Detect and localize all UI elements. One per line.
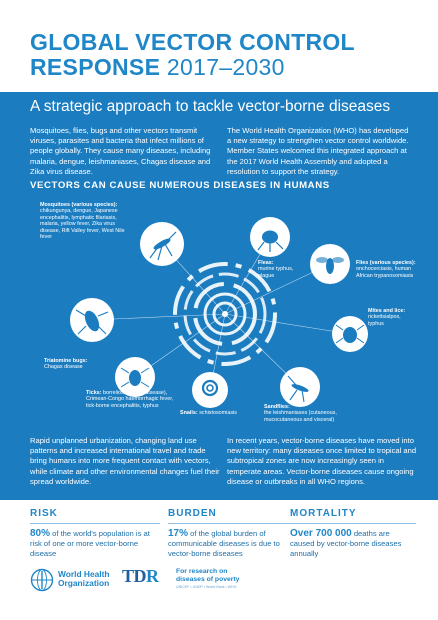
page-title-line2: RESPONSE 2017–2030 xyxy=(30,55,438,80)
label-fleas-name: Fleas: xyxy=(258,260,274,266)
intro-left-text: Mosquitoes, flies, bugs and other vector… xyxy=(30,126,211,176)
stat-mortality-value: Over 700 000 xyxy=(290,528,352,539)
fly-icon xyxy=(310,244,350,284)
stat-mortality: MORTALITY Over 700 000 deaths are caused… xyxy=(290,508,416,559)
tdr-tagline-line2: diseases of poverty xyxy=(176,575,240,583)
label-mosquitoes-diseases: chikungunya, dengue, Japanese encephalit… xyxy=(40,208,125,241)
header: GLOBAL VECTOR CONTROL RESPONSE 2017–2030 xyxy=(0,0,438,92)
label-flies-diseases: onchocerciasis, human African trypanosom… xyxy=(356,266,414,279)
label-mosquitoes: Mosquitoes (various species):chikungunya… xyxy=(40,202,126,240)
label-snails: Snails: schistosomiasis xyxy=(180,410,250,416)
label-ticks-diseases: borreliosis (Lyme disease), Crimean-Cong… xyxy=(86,390,174,409)
label-ticks: Ticks: borreliosis (Lyme disease), Crime… xyxy=(86,390,178,409)
label-mites-diseases: rickettsialpox, typhus xyxy=(368,314,401,327)
tdr-tagline-line1: For research on xyxy=(176,568,228,575)
flea-icon xyxy=(250,217,290,257)
tick-icon xyxy=(115,357,155,397)
stat-risk-text: of the world's population is at risk of … xyxy=(30,529,150,558)
label-snails-name: Snails: xyxy=(180,410,198,416)
mosquito-icon xyxy=(140,222,184,266)
mite-icon xyxy=(332,316,368,352)
stat-mortality-body: Over 700 000 deaths are caused by vector… xyxy=(290,529,416,559)
label-mites-name: Mites and lice: xyxy=(368,308,406,314)
stat-mortality-text: deaths are caused by vector-borne diseas… xyxy=(290,529,402,558)
strategy-panel: A strategic approach to tackle vector-bo… xyxy=(0,92,438,500)
who-name-line2: Organization xyxy=(58,578,110,589)
stat-burden-text: of the global burden of communicable dis… xyxy=(168,529,280,558)
label-flies: Flies (various species):onchocerciasis, … xyxy=(356,260,422,279)
tdr-logo-main: TD xyxy=(122,566,147,586)
panel-heading: A strategic approach to tackle vector-bo… xyxy=(30,98,391,115)
vectors-diagram-graphic xyxy=(70,217,368,408)
stat-risk-value: 80% xyxy=(30,528,51,539)
label-triatomine-diseases: Chagas disease xyxy=(44,364,83,371)
sandfly-icon xyxy=(280,367,320,407)
label-mosquitoes-name: Mosquitoes (various species): xyxy=(40,202,118,208)
title-years: 2017–2030 xyxy=(166,54,285,80)
label-triatomine: Triatomine bugs:Chagas disease xyxy=(44,358,100,371)
label-fleas-diseases: murine typhus, plague xyxy=(258,266,294,279)
stat-risk: RISK 80% of the world's population is at… xyxy=(30,508,160,559)
central-target-icon xyxy=(173,262,277,366)
label-sandflies: Sandflies:the leishmaniases (cutaneous, … xyxy=(264,404,344,423)
vectors-heading: VECTORS CAN CAUSE NUMEROUS DISEASES IN H… xyxy=(30,180,330,191)
tdr-logo: TDR xyxy=(122,566,159,587)
label-flies-name: Flies (various species): xyxy=(356,260,416,266)
vectors-diagram: Mosquitoes (various species):chikungunya… xyxy=(0,192,438,423)
page-title-line1: GLOBAL VECTOR CONTROL xyxy=(30,29,355,55)
snail-icon xyxy=(192,372,228,408)
triatomine-bug-icon xyxy=(70,298,114,342)
stat-risk-body: 80% of the world's population is at risk… xyxy=(30,529,160,559)
label-fleas: Fleas:murine typhus, plague xyxy=(258,260,308,279)
label-snails-diseases: schistosomiasis xyxy=(199,410,237,416)
label-triatomine-name: Triatomine bugs: xyxy=(44,358,88,364)
who-emblem-icon xyxy=(30,568,54,592)
label-mites: Mites and lice:rickettsialpox, typhus xyxy=(368,308,418,327)
stat-burden-body: 17% of the global burden of communicable… xyxy=(168,529,298,559)
tdr-logo-r: R xyxy=(146,566,159,586)
stat-risk-title: RISK xyxy=(30,508,160,524)
stat-burden: BURDEN 17% of the global burden of commu… xyxy=(168,508,298,559)
bottom-left-text: Rapid unplanned urbanization, changing l… xyxy=(30,436,220,486)
title-response: RESPONSE xyxy=(30,54,161,80)
bottom-right-text: In recent years, vector-borne diseases h… xyxy=(227,436,417,486)
intro-right-text: The World Health Organization (WHO) has … xyxy=(227,126,409,176)
stat-burden-title: BURDEN xyxy=(168,508,298,524)
stat-mortality-title: MORTALITY xyxy=(290,508,416,524)
tdr-sponsors: UNICEF • UNDP • World Bank • WHO xyxy=(176,585,237,589)
label-sandflies-diseases: the leishmaniases (cutaneous, mucocutane… xyxy=(264,410,337,423)
label-ticks-name: Ticks: xyxy=(86,390,102,396)
who-name-line1: World Health xyxy=(58,569,110,579)
stat-burden-value: 17% xyxy=(168,528,189,539)
label-sandflies-name: Sandflies: xyxy=(264,404,290,410)
